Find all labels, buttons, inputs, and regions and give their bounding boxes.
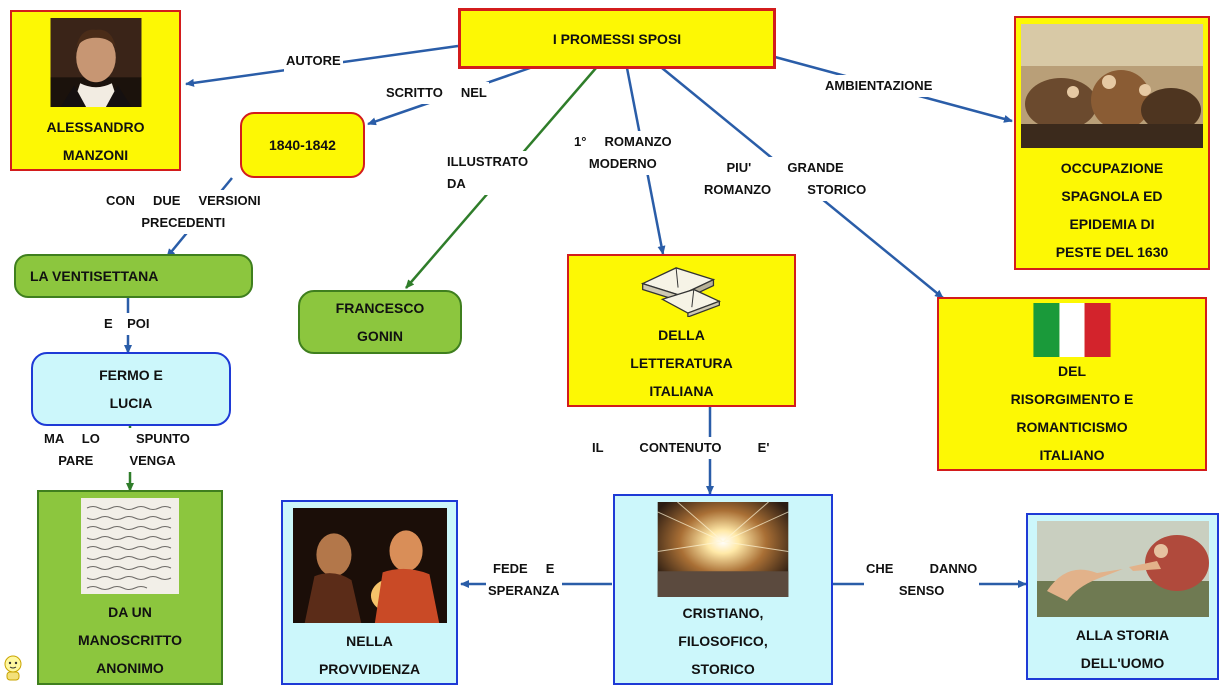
manzoni-portrait-image [50,18,141,107]
content-text: CRISTIANO, FILOSOFICO, STORICO [678,605,768,677]
main-title: I PROMESSI SPOSI [552,30,682,47]
content-node[interactable]: CRISTIANO, FILOSOFICO, STORICO [613,494,833,685]
sunburst-image [657,502,789,597]
label-ma-lo-spunto: MA LO SPUNTO PARE VENGA [42,428,192,472]
manuscript-image [81,498,179,594]
fermo-lucia-node[interactable]: FERMO E LUCIA [31,352,231,426]
label-che-danno-senso: CHE DANNO SENSO [864,558,980,602]
books-icon [640,267,721,317]
label-e-poi: E POI [102,313,152,335]
manuscript-node[interactable]: DA UN MANOSCRITTO ANONIMO [37,490,223,685]
fermo-lucia-text: FERMO E LUCIA [99,367,163,411]
risorgimento-text: DEL RISORGIMENTO E ROMANTICISMO ITALIANO [1010,363,1134,463]
label-illustrato: ILLUSTRATO DA [445,151,531,195]
label-scritto-nel: SCRITTO NEL [384,82,489,104]
setting-node[interactable]: OCCUPAZIONE SPAGNOLA ED EPIDEMIA DI PEST… [1014,16,1210,270]
gonin-text: FRANCESCO GONIN [335,300,425,344]
author-node[interactable]: ALESSANDRO MANZONI [10,10,181,171]
label-fede-speranza: FEDE E SPERANZA [486,558,562,602]
label-ambientazione: AMBIENTAZIONE [823,75,935,97]
risorgimento-node[interactable]: DEL RISORGIMENTO E ROMANTICISMO ITALIANO [937,297,1207,471]
label-con-due-versioni: CON DUE VERSIONI PRECEDENTI [104,190,263,234]
manuscript-text: DA UN MANOSCRITTO ANONIMO [78,604,182,676]
ventisettana-node[interactable]: LA VENTISETTANA [14,254,253,298]
mascot-icon [4,655,22,681]
label-contenuto: IL CONTENUTO E' [590,437,772,459]
setting-text: OCCUPAZIONE SPAGNOLA ED EPIDEMIA DI PEST… [1055,160,1169,260]
gonin-node[interactable]: FRANCESCO GONIN [298,290,462,354]
main-title-node[interactable]: I PROMESSI SPOSI [458,8,776,69]
label-piu-grande: PIU' GRANDE ROMANZO STORICO [702,157,869,201]
painting-women-image [292,508,447,623]
modern-novel-node[interactable]: DELLA LETTERATURA ITALIANA [567,254,796,407]
italian-flag-icon [1033,303,1111,357]
plague-painting-image [1021,24,1203,148]
creation-of-adam-image [1036,521,1209,617]
years-text: 1840-1842 [269,137,336,153]
label-romanzo-moderno: 1° ROMANZO MODERNO [572,131,674,175]
ventisettana-text: LA VENTISETTANA [30,268,159,284]
label-autore: AUTORE [284,50,343,72]
years-node[interactable]: 1840-1842 [240,112,365,178]
history-node[interactable]: ALLA STORIA DELL'UOMO [1026,513,1219,680]
author-name: ALESSANDRO MANZONI [46,119,145,163]
providence-text: NELLA PROVVIDENZA [318,633,421,677]
providence-node[interactable]: NELLA PROVVIDENZA [281,500,458,685]
modern-novel-text: DELLA LETTERATURA ITALIANA [630,327,733,399]
history-text: ALLA STORIA DELL'UOMO [1075,627,1170,671]
